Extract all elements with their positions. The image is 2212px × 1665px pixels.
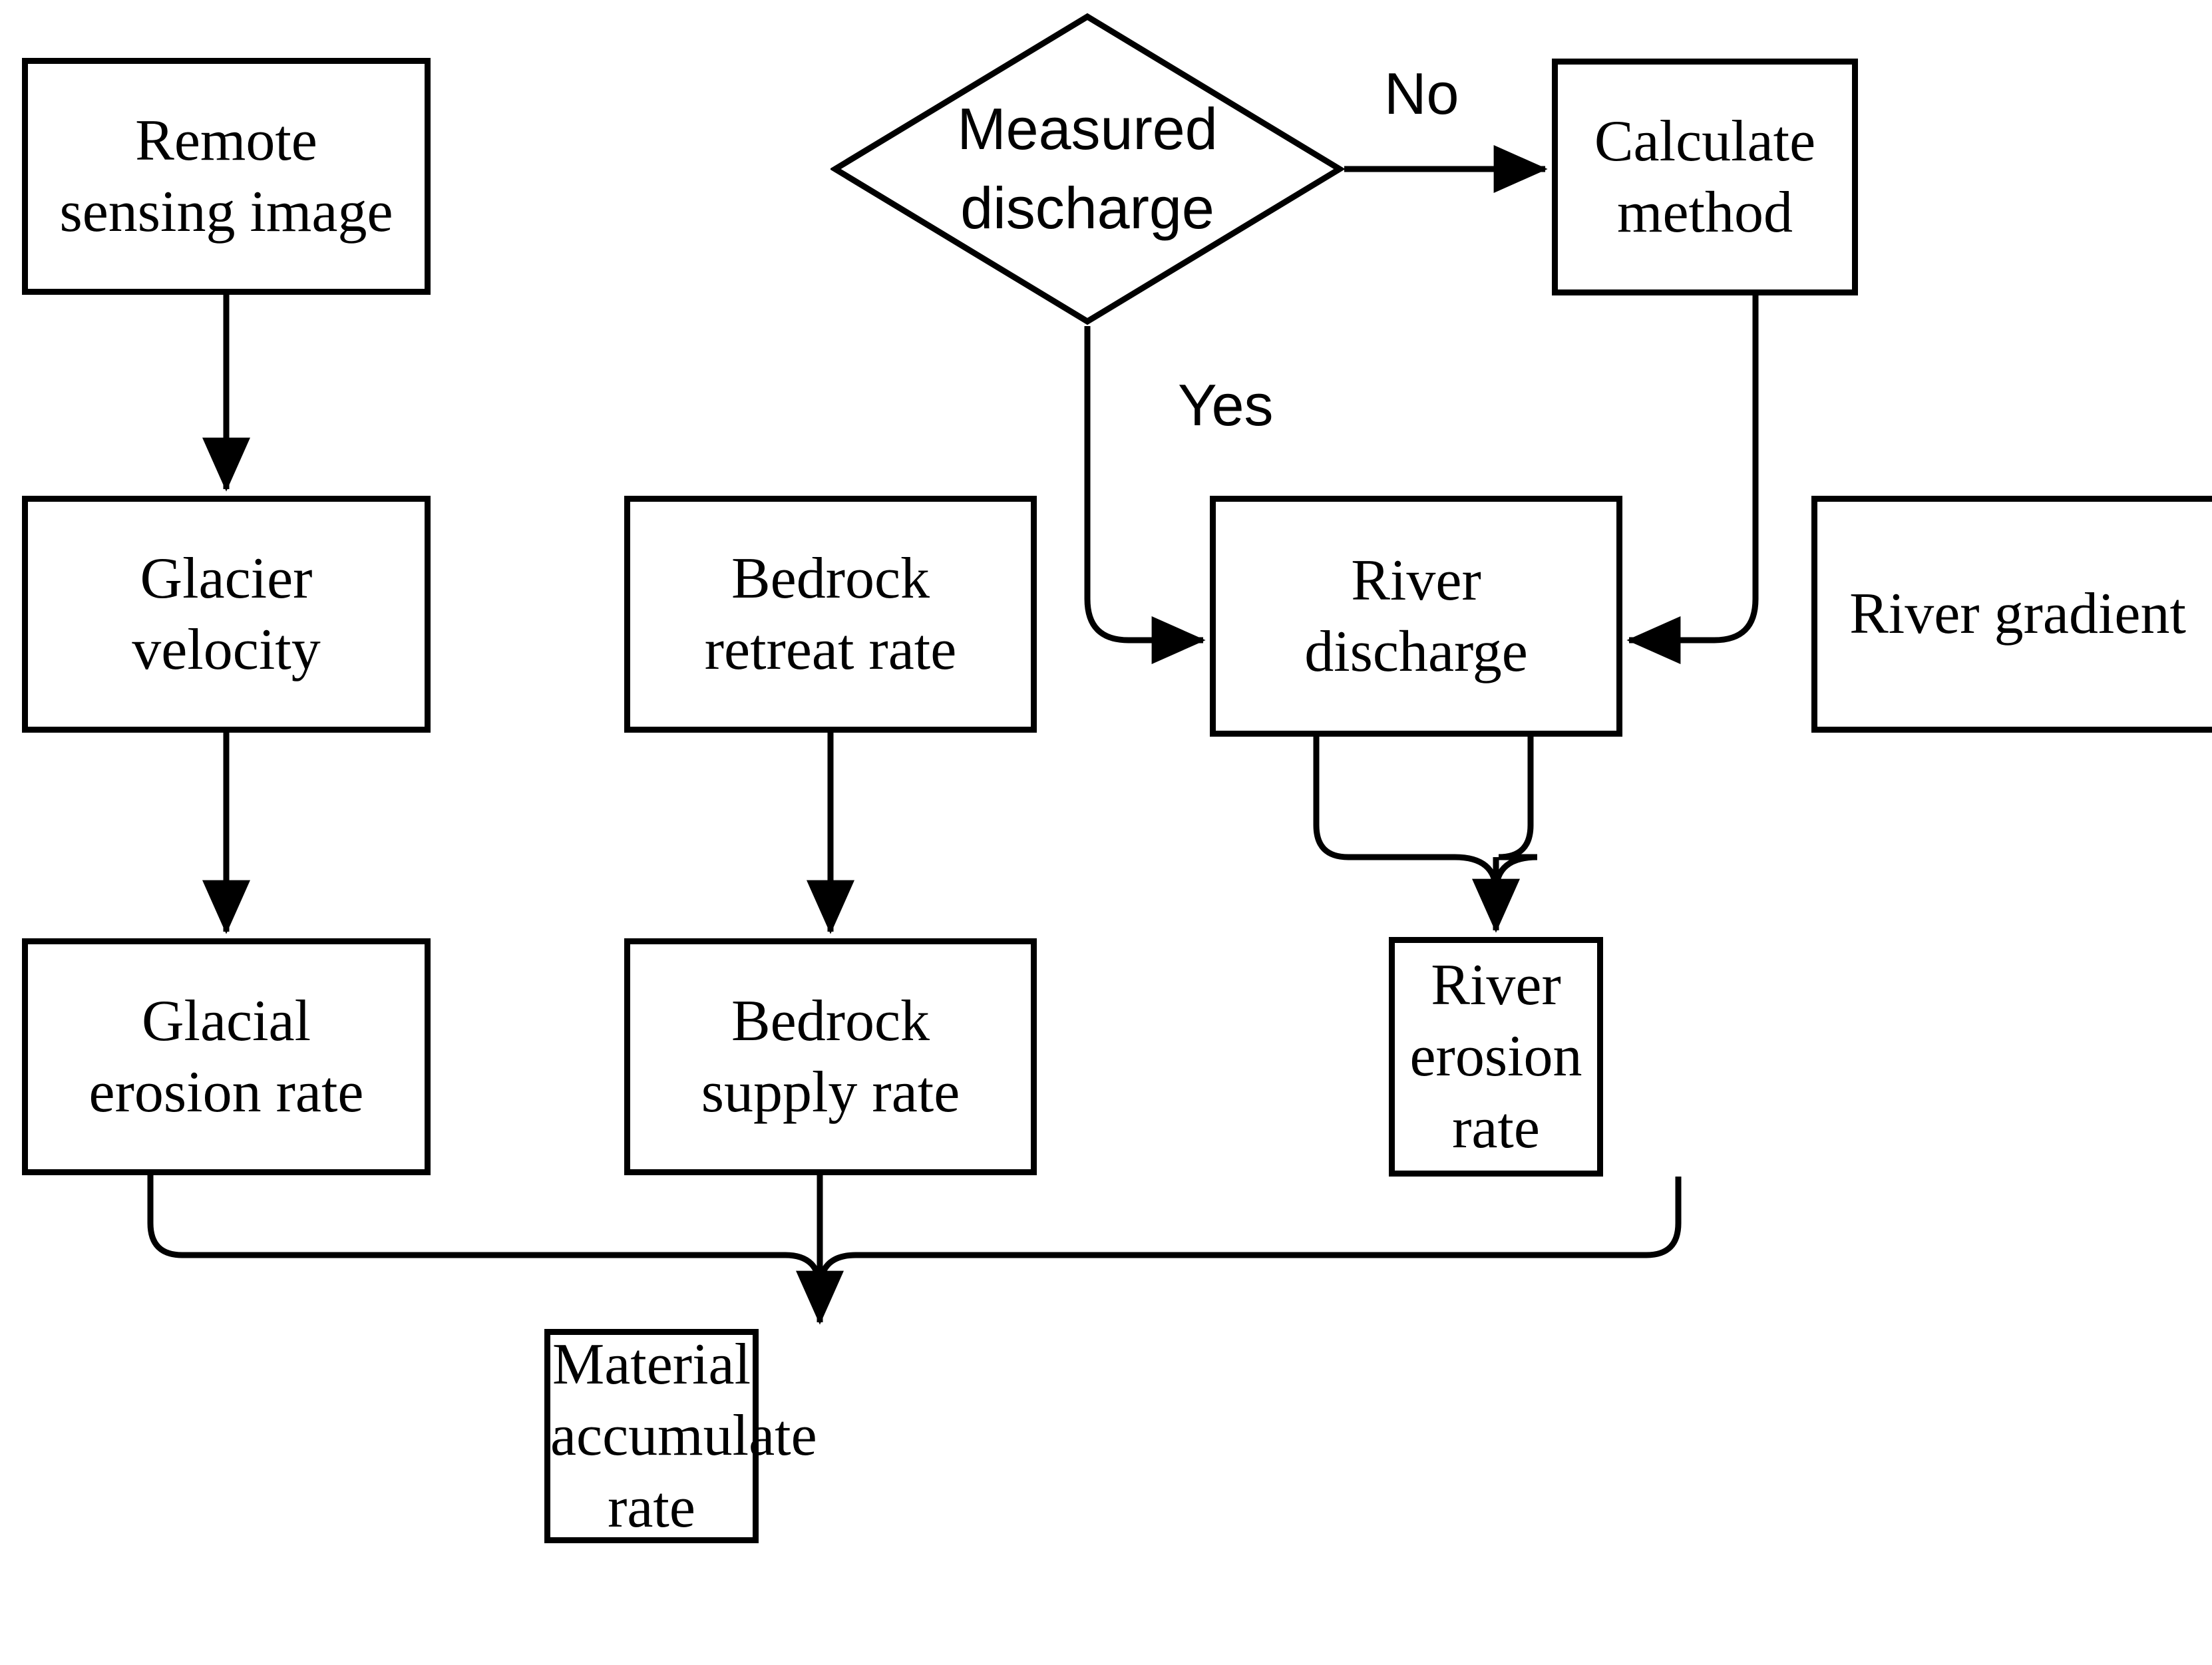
edge-gradient-to-river-erosion [1493,733,1538,892]
node-remote-sensing-image[interactable]: Remote sensing image [22,58,431,295]
edge-label-yes: Yes [1178,372,1274,438]
node-bedrock-retreat-rate[interactable]: Bedrock retreat rate [624,496,1037,733]
node-label: Measured discharge [957,96,1218,241]
node-river-discharge[interactable]: River discharge [1210,496,1622,737]
node-label: Calculate method [1594,108,1816,245]
node-label: Material accumulate rate [550,1332,817,1540]
node-label: River gradient [1849,582,2186,647]
node-label: Glacial erosion rate [89,988,364,1125]
node-calculate-method[interactable]: Calculate method [1552,59,1858,295]
node-material-accumulate-rate[interactable]: Material accumulate rate [544,1329,817,1543]
node-measured-discharge[interactable]: Measured discharge [830,12,1344,326]
node-label: Glacier velocity [132,546,321,682]
node-label: River discharge [1304,548,1528,684]
diamond-shape [830,13,1344,325]
node-river-erosion-rate[interactable]: River erosion rate [1389,937,1603,1177]
edge-glacial-erosion-to-material [147,1175,823,1290]
edge-calculate-to-discharge [1626,295,1759,664]
node-label: Remote sensing image [59,108,393,244]
node-label: River erosion rate [1409,952,1582,1161]
node-glacier-velocity[interactable]: Glacier velocity [22,496,431,733]
node-river-gradient[interactable]: River gradient [1811,496,2212,733]
node-glacial-erosion-rate[interactable]: Glacial erosion rate [22,938,431,1175]
edge-label-no: No [1384,61,1459,126]
node-bedrock-supply-rate[interactable]: Bedrock supply rate [624,938,1037,1175]
edge-discharge-to-river-erosion [1313,737,1499,892]
node-label: Bedrock supply rate [701,988,960,1125]
node-label: Bedrock retreat rate [704,546,957,682]
edge-river-erosion-to-material [817,1177,1682,1290]
edge-measured-to-discharge [1084,326,1206,664]
